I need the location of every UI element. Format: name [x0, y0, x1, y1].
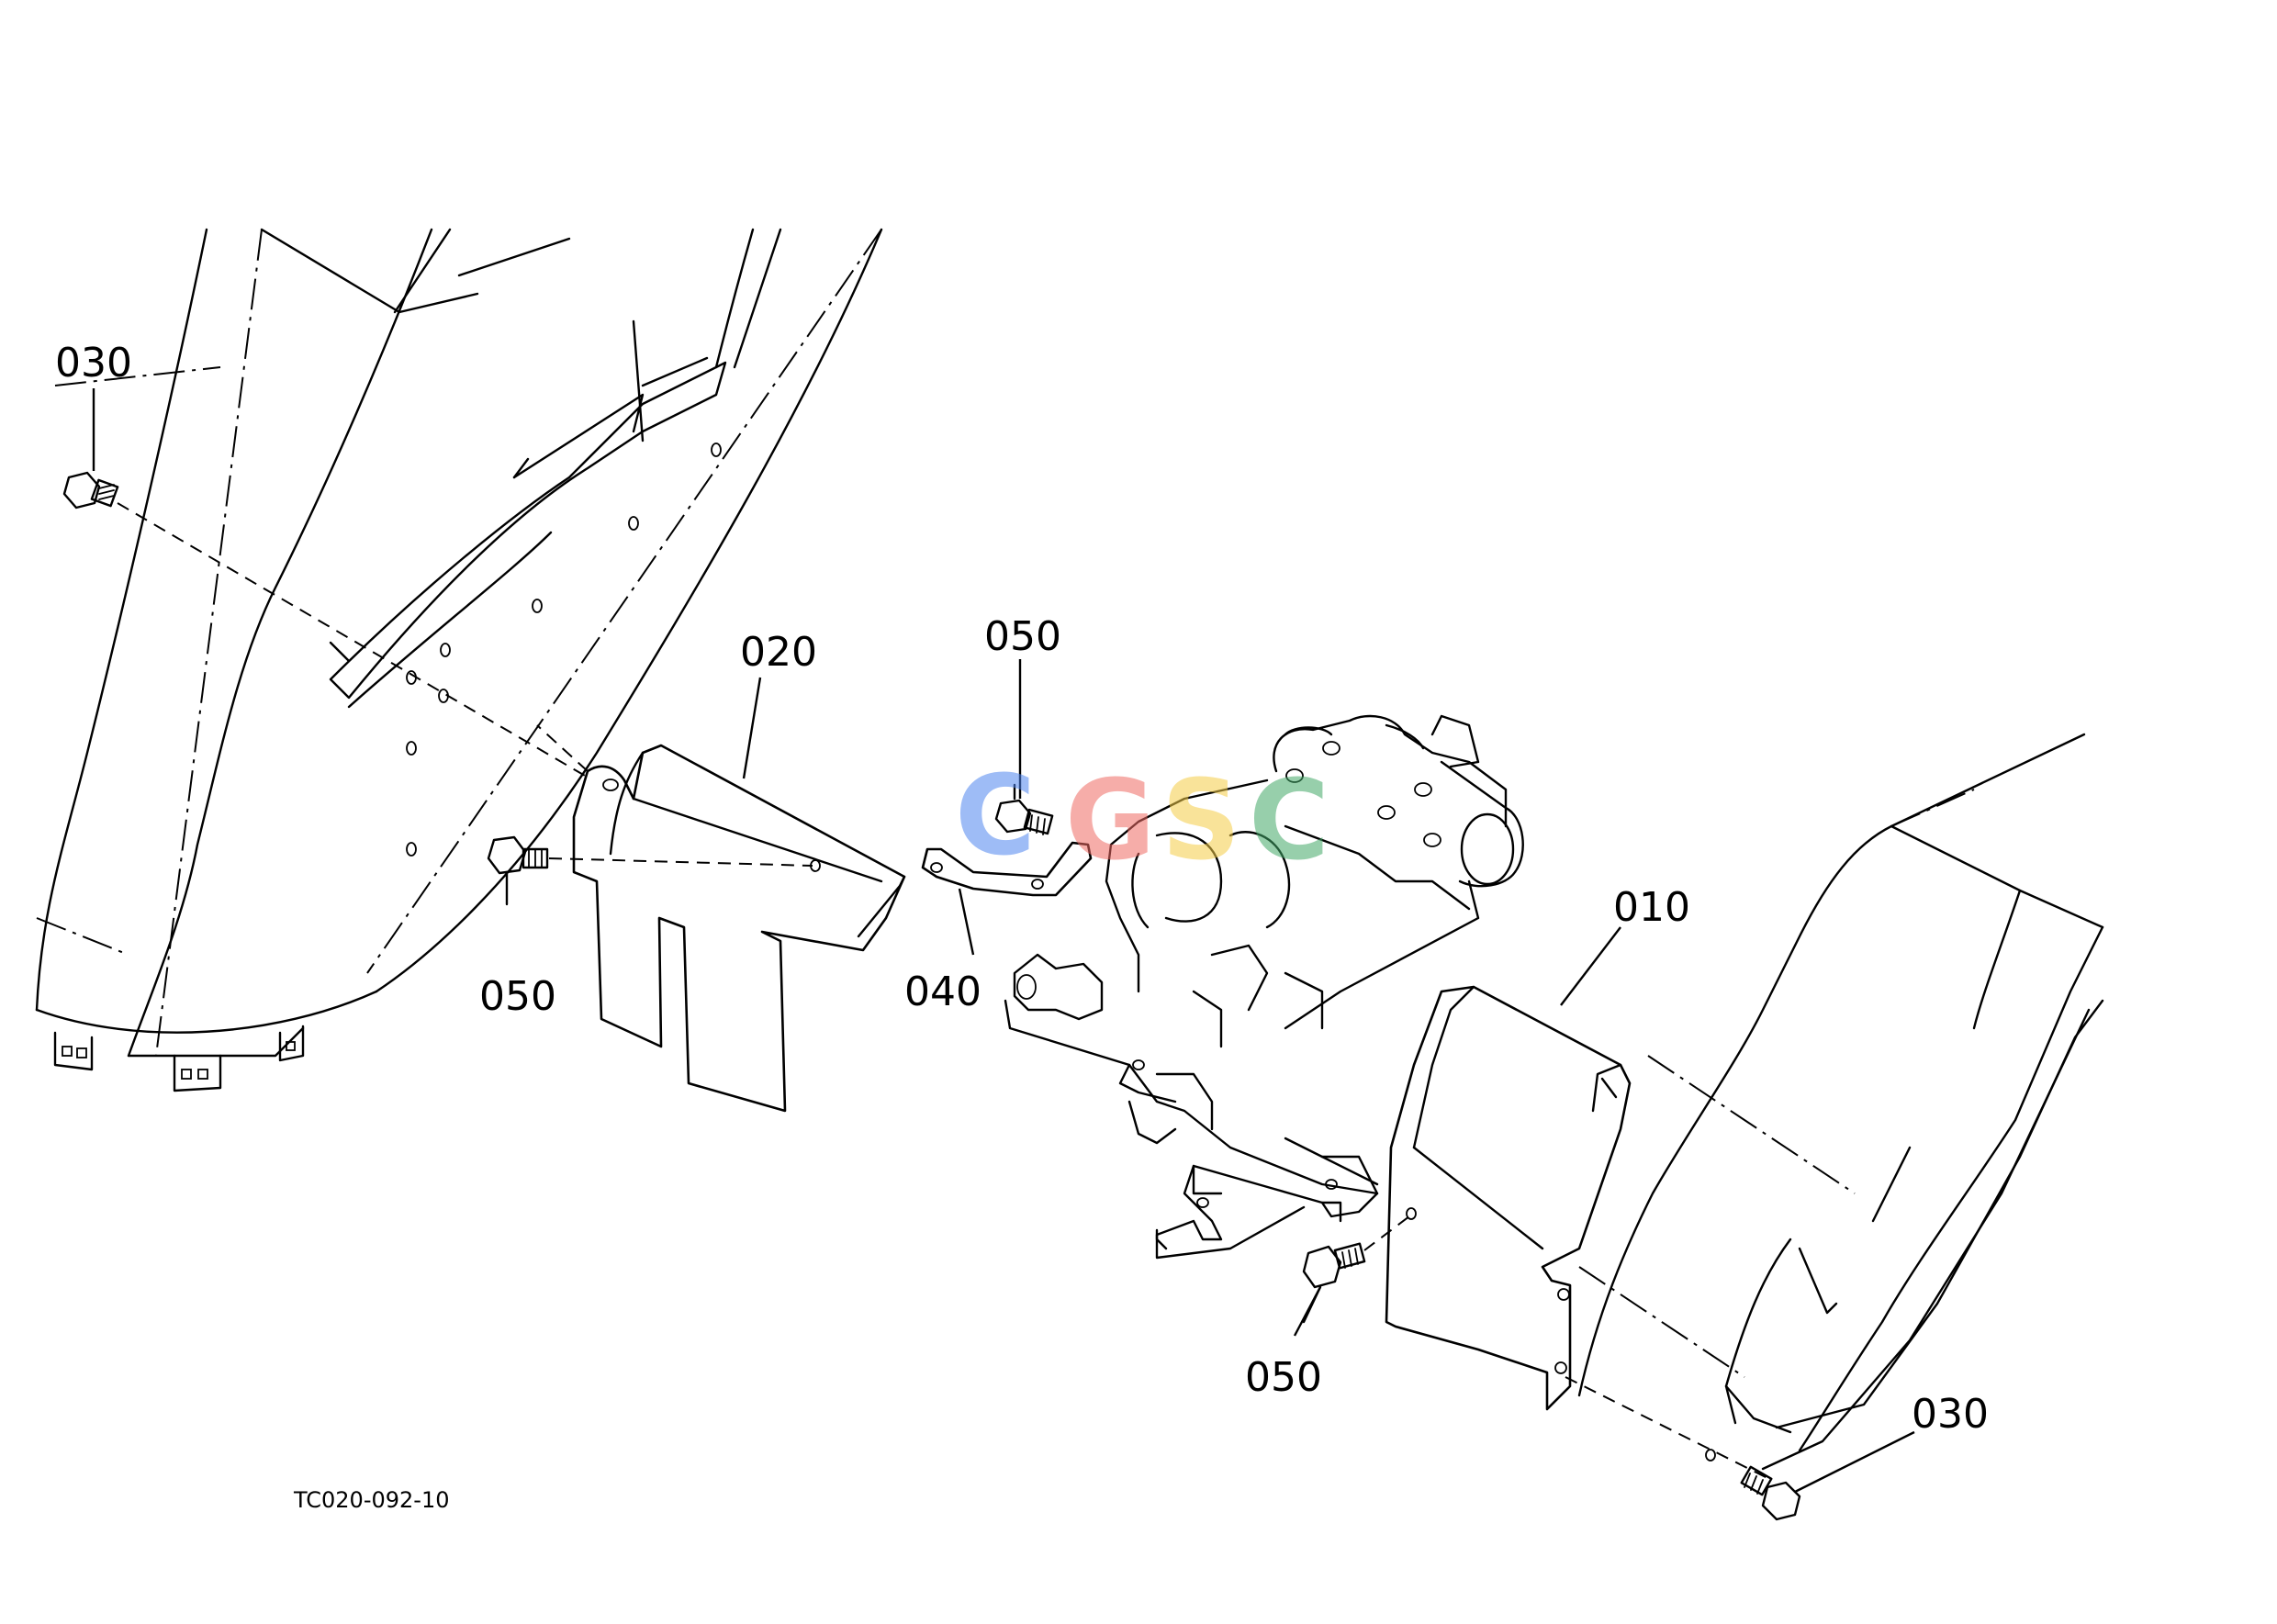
- leader-lines: [92, 388, 1915, 1494]
- bolt-030-top: [62, 471, 119, 510]
- assembly-line-030-bottom: [1565, 1376, 1768, 1479]
- part-label-050-left: 050: [479, 973, 556, 1020]
- watermark: C G S C: [955, 753, 1329, 885]
- deflector-plate-020: [572, 744, 906, 1113]
- valve-assembly: [1004, 714, 1524, 1260]
- assembly-line-050-bottom: [1363, 1215, 1410, 1251]
- bolt-050-top: [994, 783, 1054, 835]
- part-label-030-bottom: 030: [1912, 1391, 1989, 1438]
- watermark-letter-2: G: [1065, 757, 1156, 885]
- bolt-050-bottom: [1302, 1242, 1366, 1324]
- watermark-letter-4: C: [1249, 757, 1329, 885]
- assembly-line-050-left: [548, 857, 813, 867]
- deflector-plate-010: [1385, 985, 1632, 1411]
- part-label-040: 040: [904, 969, 981, 1015]
- assembly-line-030-top: [117, 502, 625, 800]
- part-label-010: 010: [1613, 884, 1690, 931]
- watermark-letter-1: C: [955, 753, 1036, 880]
- part-label-030-top: 030: [55, 340, 132, 386]
- bolt-030-bottom: [1740, 1465, 1801, 1521]
- part-label-050-bottom: 050: [1245, 1354, 1322, 1401]
- drawing-reference-code: TC020-092-10: [293, 1487, 450, 1513]
- right-fender-panel: [1577, 733, 2104, 1471]
- left-fender-panel: [35, 228, 883, 1092]
- part-label-050-top: 050: [984, 613, 1061, 660]
- part-labels: 030 020 050 050 040 010 050 030: [55, 340, 1989, 1438]
- stay-040: [921, 841, 1093, 897]
- part-label-020: 020: [740, 629, 817, 676]
- assembly-line-020: [536, 724, 589, 772]
- watermark-letter-3: S: [1161, 757, 1240, 885]
- bolt-050-left: [487, 835, 549, 906]
